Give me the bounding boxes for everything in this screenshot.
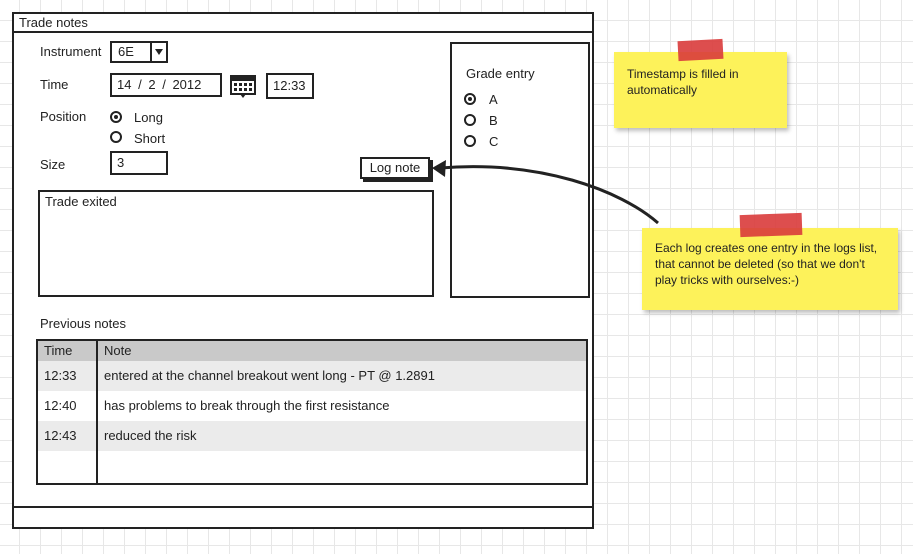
sticky-note-text: Each log creates one entry in the logs l… bbox=[655, 241, 878, 287]
row-time: 12:40 bbox=[44, 398, 77, 413]
column-header-time[interactable]: Time bbox=[44, 343, 73, 358]
table-row[interactable]: 12:33 entered at the channel breakout we… bbox=[38, 361, 586, 391]
note-textarea[interactable]: Trade exited bbox=[38, 190, 434, 297]
sticky-note-text: Timestamp is filled in automatically bbox=[627, 67, 739, 97]
size-input[interactable]: 3 bbox=[110, 151, 168, 175]
window-footer bbox=[14, 506, 592, 527]
grade-a-label: A bbox=[489, 92, 498, 107]
calendar-icon[interactable] bbox=[230, 74, 256, 98]
position-label: Position bbox=[40, 109, 87, 124]
grade-entry-title: Grade entry bbox=[466, 66, 535, 81]
row-time: 12:33 bbox=[44, 368, 77, 383]
window-title: Trade notes bbox=[14, 14, 592, 33]
grade-c-label: C bbox=[489, 134, 499, 149]
column-header-note[interactable]: Note bbox=[104, 343, 132, 358]
row-note: reduced the risk bbox=[104, 428, 197, 443]
date-month: 2 bbox=[148, 77, 156, 92]
position-long-label: Long bbox=[134, 110, 163, 125]
date-year: 2012 bbox=[172, 77, 202, 92]
row-note: entered at the channel breakout went lon… bbox=[104, 368, 435, 383]
notes-table: Time Note 12:33 entered at the channel b… bbox=[36, 339, 588, 485]
column-divider bbox=[96, 341, 98, 483]
grade-c-radio[interactable] bbox=[464, 135, 476, 147]
date-separator: / bbox=[138, 77, 142, 92]
position-short-label: Short bbox=[134, 131, 166, 146]
grade-b-radio[interactable] bbox=[464, 114, 476, 126]
sticky-note-timestamp: Timestamp is filled in automatically bbox=[614, 52, 787, 128]
date-field[interactable]: 14 / 2 / 2012 bbox=[110, 73, 222, 97]
table-row[interactable]: 12:43 reduced the risk bbox=[38, 421, 586, 451]
date-separator: / bbox=[162, 77, 166, 92]
table-header: Time Note bbox=[38, 341, 586, 361]
table-row[interactable]: 12:40 has problems to break through the … bbox=[38, 391, 586, 421]
time-input[interactable]: 12:33 bbox=[266, 73, 314, 99]
trade-notes-window: Trade notes Instrument 6E Time 14 / 2 / … bbox=[12, 12, 594, 529]
log-note-button[interactable]: Log note bbox=[360, 157, 430, 179]
size-label: Size bbox=[40, 157, 66, 172]
previous-notes-title: Previous notes bbox=[40, 316, 126, 331]
instrument-select[interactable]: 6E bbox=[110, 41, 168, 63]
date-day: 14 bbox=[117, 77, 132, 92]
grade-b-label: B bbox=[489, 113, 498, 128]
row-time: 12:43 bbox=[44, 428, 77, 443]
sticky-note-log: Each log creates one entry in the logs l… bbox=[642, 228, 898, 310]
instrument-label: Instrument bbox=[40, 44, 102, 59]
time-label: Time bbox=[40, 77, 69, 92]
chevron-down-icon[interactable] bbox=[150, 43, 166, 61]
grade-a-radio[interactable] bbox=[464, 93, 476, 105]
row-note: has problems to break through the first … bbox=[104, 398, 390, 413]
instrument-value: 6E bbox=[118, 44, 134, 59]
position-long-radio[interactable] bbox=[110, 111, 122, 123]
position-short-radio[interactable] bbox=[110, 131, 122, 143]
